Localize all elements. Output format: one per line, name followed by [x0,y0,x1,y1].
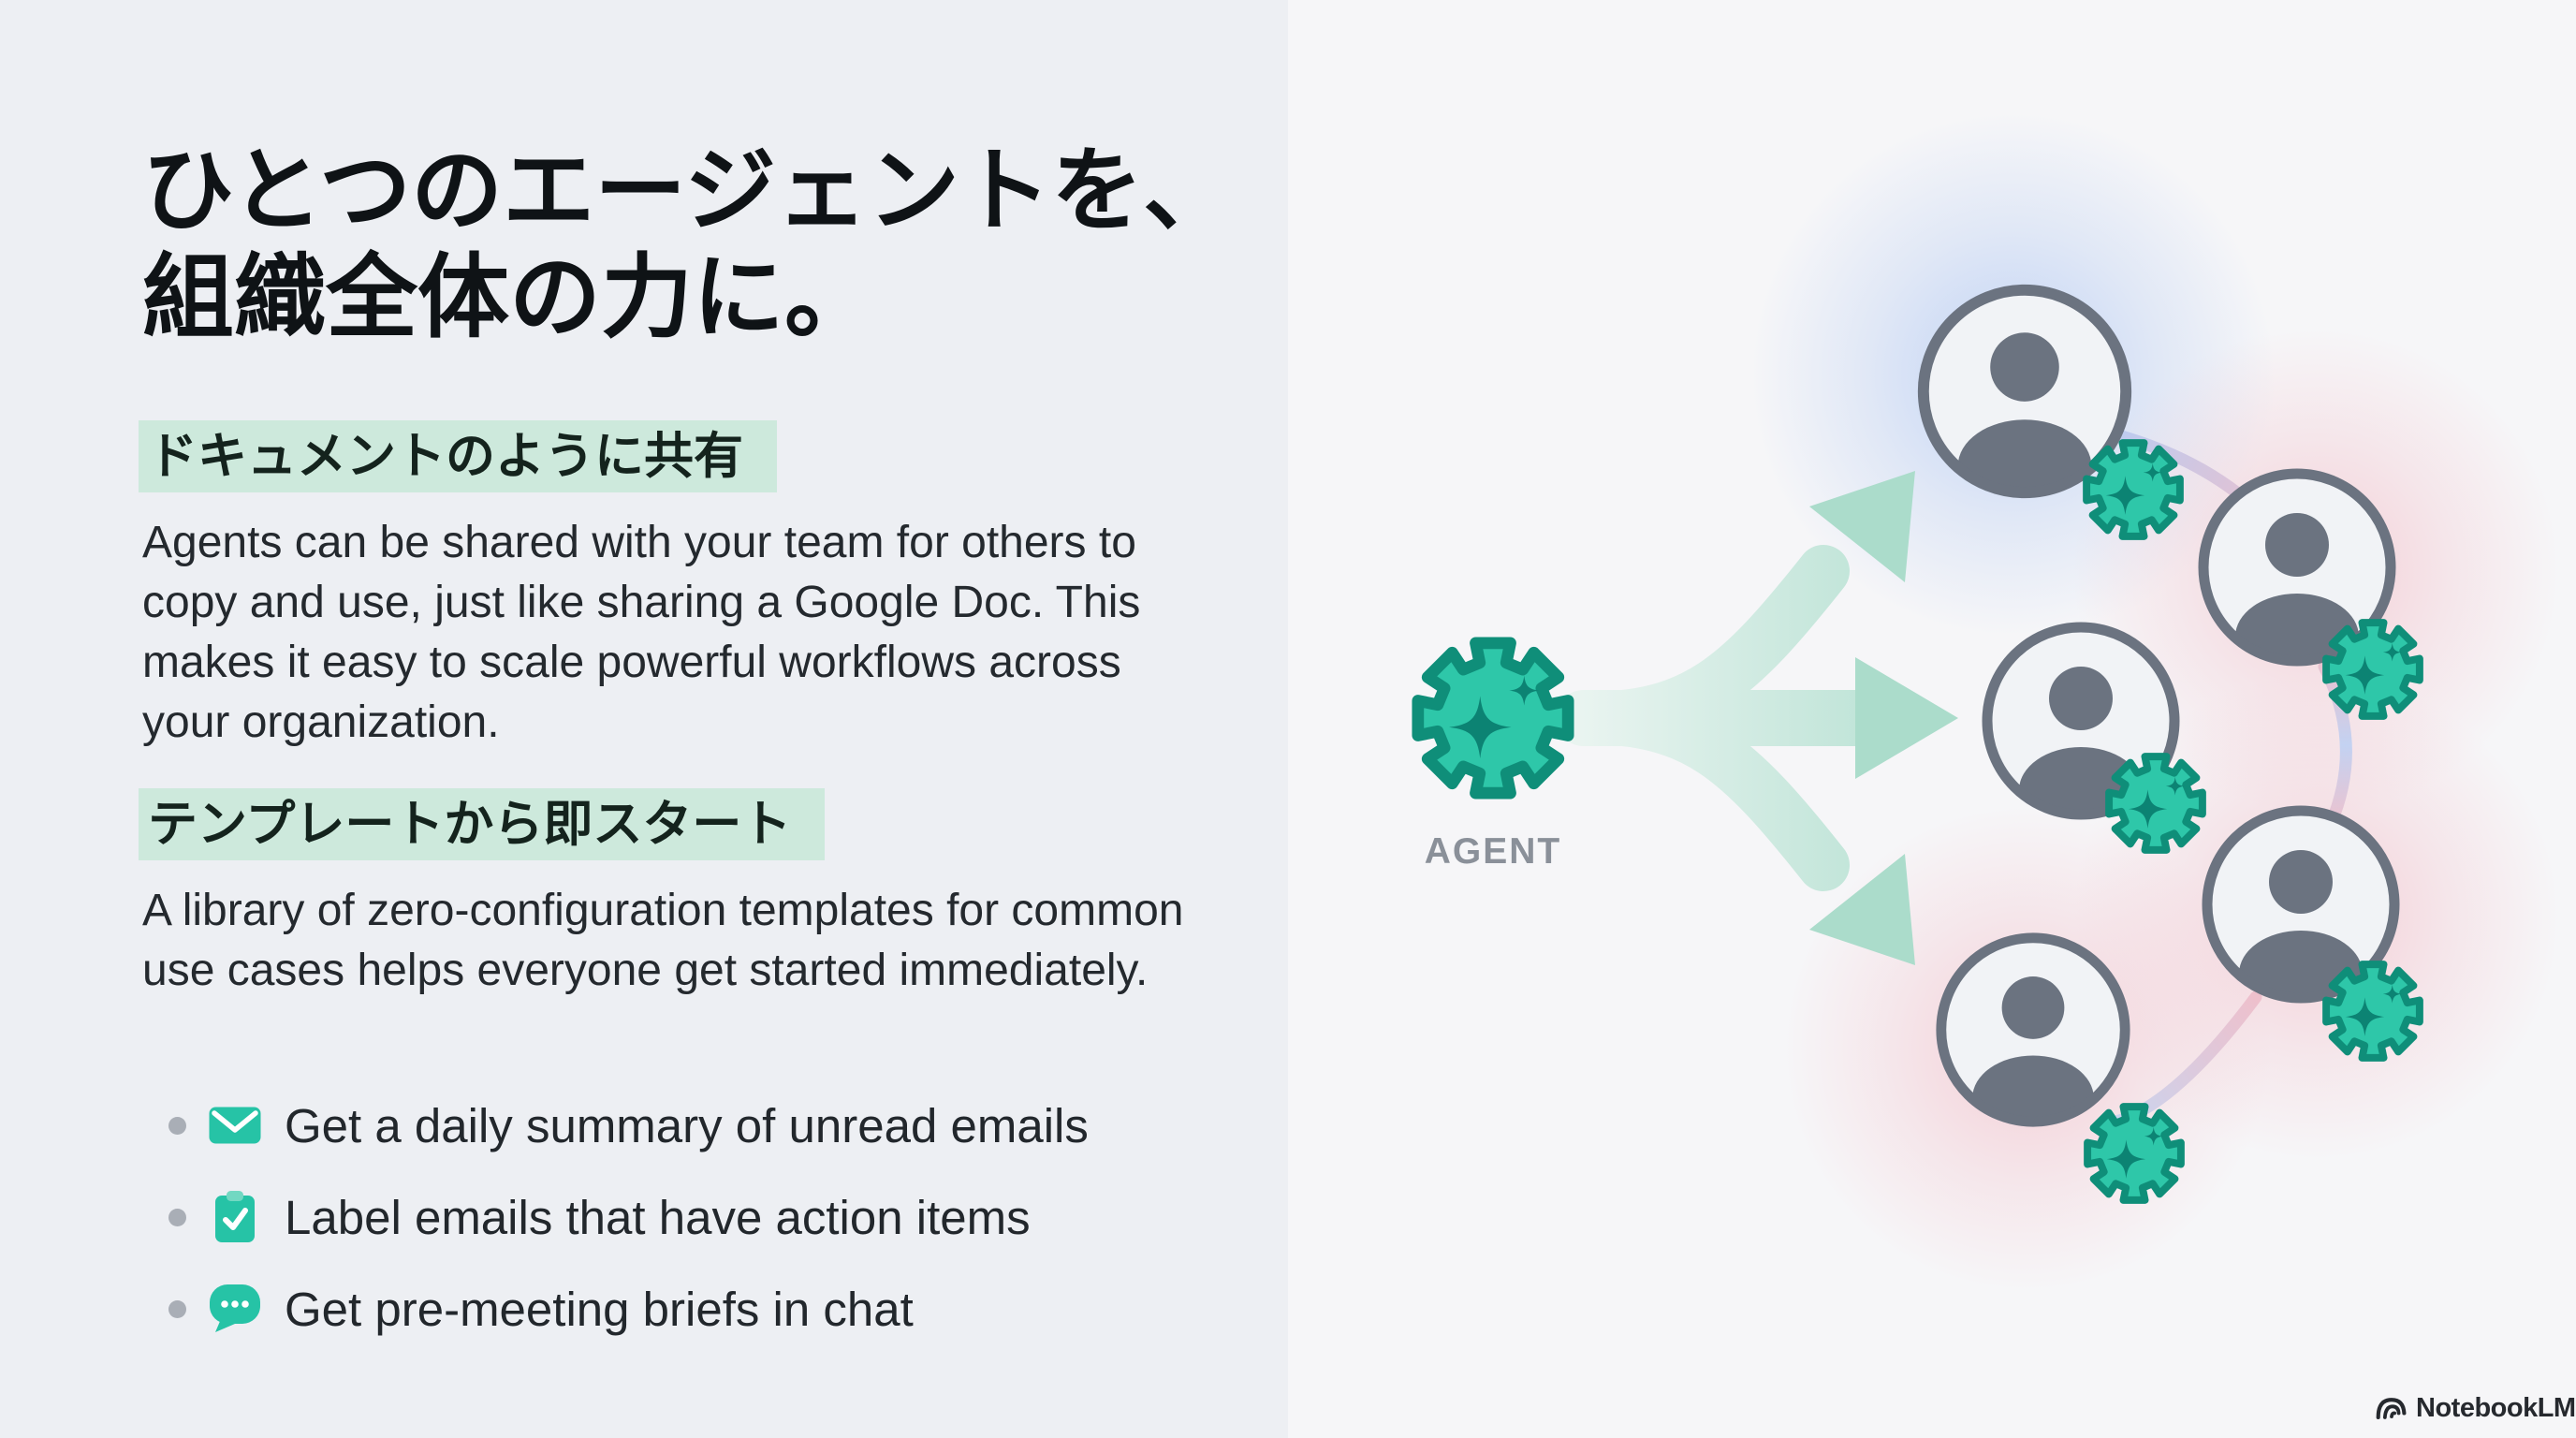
title-line-1: ひとつのエージェントを、 [142,139,1236,242]
chat-bubble-icon [208,1284,262,1334]
section-body-share: Agents can be shared with your team for … [142,518,1141,747]
list-item: Label emails that have action items [168,1183,1089,1251]
left-panel-background [0,0,1288,1438]
title-line-2: 組織全体の力に。 [142,245,877,348]
agent-gear-icon [1418,643,1568,793]
bullet-dot [168,1299,186,1318]
template-examples-list: Get a daily summary of unread emails Lab… [168,1092,1089,1367]
list-item-label: Get pre-meeting briefs in chat [285,1282,914,1336]
section-heading-templates: テンプレートから即スタート [139,788,826,860]
agent-sharing-diagram: AGENT [1288,112,2560,1292]
sparkle-gear-icon [2086,443,2180,536]
section-heading-share: ドキュメントのように共有 [139,420,777,492]
clipboard-check-icon [208,1190,262,1244]
connection-arc [2318,660,2352,830]
sparkle-gear-icon [2087,1107,2181,1200]
notebooklm-logo: NotebookLM [2376,1393,2576,1424]
sparkle-gear-icon [2326,623,2420,716]
list-item-label: Get a daily summary of unread emails [285,1098,1089,1152]
list-item: Get a daily summary of unread emails [168,1092,1089,1159]
page-title: ひとつのエージェントを、 組織全体の力に。 [142,137,1322,350]
sparkle-gear-icon [2326,964,2420,1058]
agent-label: AGENT [1425,831,1562,872]
list-item: Get pre-meeting briefs in chat [168,1275,1089,1343]
bullet-dot [168,1208,186,1226]
bullet-dot [168,1116,186,1135]
notebooklm-icon [2376,1397,2407,1419]
section-body-templates: A library of zero-configuration template… [142,886,1184,995]
notebooklm-wordmark: NotebookLM [2416,1393,2576,1423]
list-item-label: Label emails that have action items [285,1190,1031,1244]
branch-arrows [1556,471,1958,965]
envelope-icon [208,1106,262,1145]
sparkle-gear-icon [2109,756,2203,850]
